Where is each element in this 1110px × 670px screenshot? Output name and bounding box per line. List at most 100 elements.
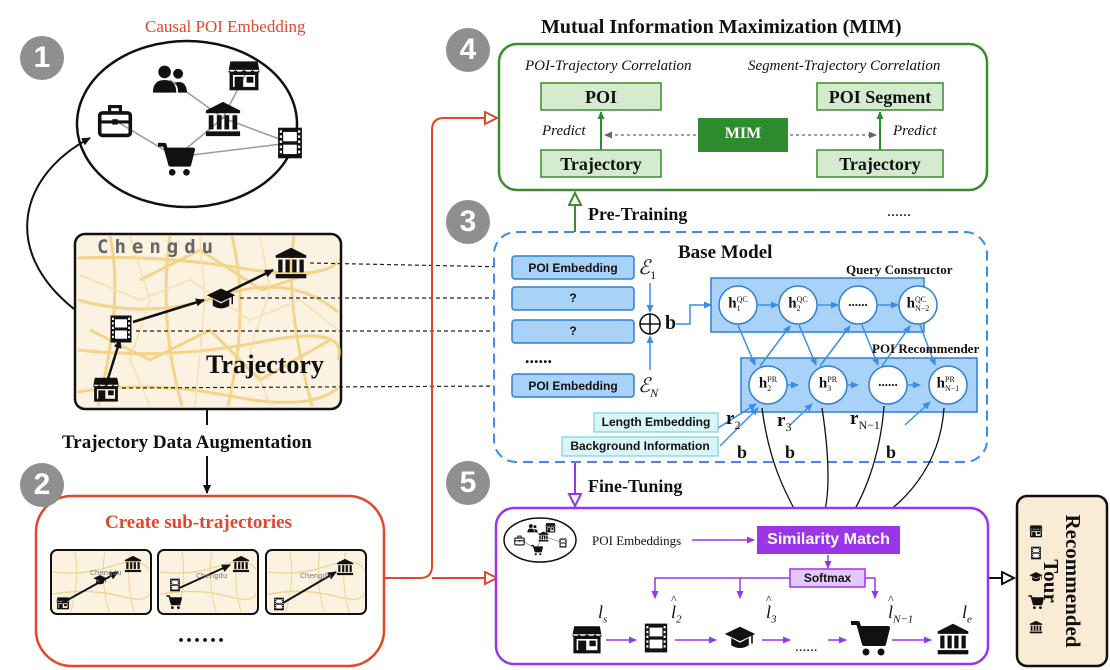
epsilon-1-sub: 1 <box>650 268 657 282</box>
subtraj-mini-city-3: Chengdu <box>300 572 332 580</box>
poi-embedding-n: POI Embedding <box>528 379 618 393</box>
query-constructor-node-3 <box>838 285 878 325</box>
subtraj-mini-city-2: Chengdu <box>196 572 228 580</box>
softmax-box: Softmax <box>803 571 852 585</box>
poi-embedding-1: POI Embedding <box>528 261 618 275</box>
b-vector-label: b <box>665 312 677 334</box>
node-symbol: h <box>818 375 828 392</box>
mim-predict-right: Predict <box>893 123 937 139</box>
poi-recommender-node-1 <box>748 365 788 405</box>
node-symbol: ...... <box>848 294 868 309</box>
output-symbol: l <box>962 602 968 622</box>
node-sub: 2 <box>767 384 772 393</box>
causal-title: Causal POI Embedding <box>145 17 306 36</box>
output-symbol: l^ <box>766 592 772 622</box>
poi-embeddings-label: POI Embeddings <box>592 533 682 548</box>
poi-recommender-node-3 <box>868 365 908 405</box>
query-constructor-node-label-3: ...... <box>838 295 878 308</box>
node-symbol: ...... <box>878 374 898 389</box>
output-sub: 3 <box>771 613 777 626</box>
step-2-badge: 2 <box>20 463 64 507</box>
step-4-badge: 4 <box>446 28 490 72</box>
mim-left-caption: POI-Trajectory Correlation <box>525 58 692 74</box>
map-trajectory-label: Trajectory <box>206 350 324 379</box>
finetune-dots: ...... <box>795 639 818 655</box>
similarity-match-box: Similarity Match <box>767 531 890 548</box>
pretraining-label: Pre-Training <box>588 204 688 224</box>
background-info-box: Background Information <box>570 439 710 453</box>
r-symbol: r <box>777 410 786 431</box>
node-sup: PR <box>827 375 838 384</box>
hat-mark: ^ <box>888 592 894 606</box>
poi-recommender-label: POI Recommender <box>872 341 980 356</box>
node-sub: 1 <box>736 304 741 313</box>
subtraj-more: ...... <box>178 622 226 648</box>
node-sub: 2 <box>796 304 801 313</box>
output-label-4: l^N−1 <box>888 592 914 626</box>
mim-predict-left: Predict <box>542 123 586 139</box>
node-sub: 3 <box>827 384 832 393</box>
output-sub: N−1 <box>893 613 914 626</box>
b-input-3: b <box>886 442 897 462</box>
epsilon-n-sub: N <box>650 386 659 400</box>
poi-recommender-node-2 <box>808 365 848 405</box>
recommended-tour-label: Recommended Tour <box>1039 514 1086 648</box>
r-symbol: r <box>850 408 859 429</box>
base-model-title: Base Model <box>678 242 773 263</box>
output-label-3: l^3 <box>766 592 777 626</box>
b-input-2: b <box>785 442 796 462</box>
node-symbol: h <box>788 295 797 312</box>
node-symbol: h <box>728 295 737 312</box>
subtraj-mini-city-1: Chengdu <box>90 569 122 577</box>
r-sub: 3 <box>785 419 792 434</box>
poi-embedding-dots: ...... <box>525 347 552 367</box>
query-constructor-label: Query Constructor <box>846 262 953 277</box>
node-sub: N−1 <box>945 384 960 393</box>
r-symbol: r <box>726 408 735 429</box>
r-input-1: r2 <box>726 409 740 431</box>
output-sub: 2 <box>676 613 682 626</box>
query-constructor-node-4 <box>898 285 938 325</box>
length-embedding-box: Length Embedding <box>601 415 711 429</box>
augmentation-label: Trajectory Data Augmentation <box>62 432 312 453</box>
node-sup: QC <box>736 295 748 304</box>
mim-title: Mutual Information Maximization (MIM) <box>541 16 902 38</box>
query-constructor-node-2 <box>778 285 818 325</box>
finetuning-label: Fine-Tuning <box>588 476 683 496</box>
epsilon-1-label: ℰ1 <box>638 258 656 281</box>
output-symbol: l^ <box>671 592 677 622</box>
output-symbol: l <box>598 602 604 622</box>
node-sup: PR <box>767 375 778 384</box>
output-symbol: l^ <box>888 592 894 622</box>
node-sub: N−2 <box>915 304 930 313</box>
b-input-1: b <box>737 442 748 462</box>
node-symbol: h <box>936 375 946 392</box>
map-city-label: Chengdu <box>97 236 220 258</box>
output-sub: s <box>603 613 608 626</box>
node-symbol: h <box>758 375 768 392</box>
output-label-2: l^2 <box>671 592 682 626</box>
poi-embedding-unknown-2: ? <box>569 324 577 338</box>
mim-center-box: MIM <box>724 125 762 142</box>
r-sub: N−1 <box>858 417 880 432</box>
poi-embedding-unknown-1: ? <box>569 291 577 305</box>
mim-poi-box: POI <box>584 87 617 107</box>
node-sup: PR <box>945 375 955 384</box>
output-label-1: ls <box>598 603 607 626</box>
output-label-5: le <box>962 603 972 626</box>
epsilon-n-symbol: ℰ <box>638 375 651 397</box>
node-sup: QC <box>915 295 927 304</box>
query-constructor-node-1 <box>718 285 758 325</box>
